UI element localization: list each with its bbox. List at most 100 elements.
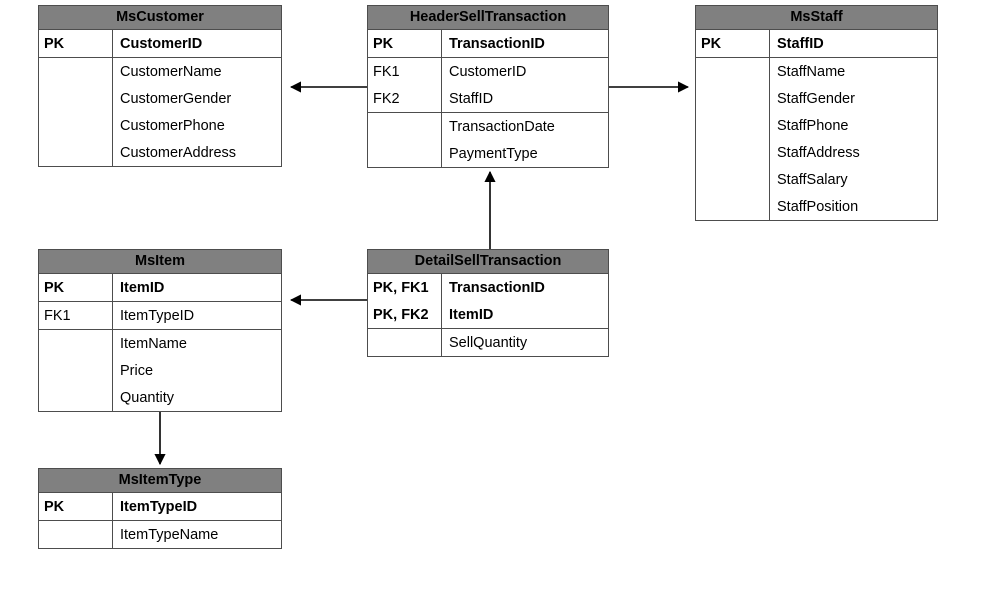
attribute-name: TransactionID xyxy=(449,35,545,52)
attribute-name: CustomerName xyxy=(120,63,222,80)
attribute-row[interactable]: CustomerGender xyxy=(39,85,281,112)
attribute-key: PK xyxy=(368,30,442,57)
attribute-key xyxy=(696,112,770,139)
attribute-name: StaffName xyxy=(777,63,846,80)
entity-title-msitem: MsItem xyxy=(39,250,281,274)
attribute-key: PK xyxy=(39,274,113,301)
attribute-name: TransactionDate xyxy=(449,118,555,135)
entity-title-msstaff: MsStaff xyxy=(696,6,937,30)
attribute-name: CustomerID xyxy=(120,35,203,52)
attribute-row[interactable]: StaffPhone xyxy=(696,112,937,139)
attribute-key xyxy=(368,113,442,140)
entity-title-detailselltransaction: DetailSellTransaction xyxy=(368,250,608,274)
attribute-name: ItemID xyxy=(120,279,165,296)
attribute-group: PK ItemTypeID xyxy=(39,493,281,520)
attribute-name: ItemTypeName xyxy=(120,526,219,543)
attribute-row[interactable]: CustomerAddress xyxy=(39,139,281,166)
attribute-key xyxy=(39,384,113,411)
attribute-key: PK xyxy=(39,493,113,520)
attribute-key: PK xyxy=(696,30,770,57)
attribute-row[interactable]: StaffName xyxy=(696,58,937,85)
entity-title-headerselltransaction: HeaderSellTransaction xyxy=(368,6,608,30)
attribute-key xyxy=(696,85,770,112)
attribute-key xyxy=(696,166,770,193)
attribute-name: SellQuantity xyxy=(449,334,528,351)
attribute-row[interactable]: StaffSalary xyxy=(696,166,937,193)
attribute-name: CustomerGender xyxy=(120,90,232,107)
attribute-key xyxy=(39,112,113,139)
attribute-row[interactable]: ItemTypeName xyxy=(39,521,281,548)
entity-title-msitemtype: MsItemType xyxy=(39,469,281,493)
attribute-name: ItemID xyxy=(449,306,494,323)
attribute-key: PK, FK1 xyxy=(368,274,442,301)
attribute-key xyxy=(39,357,113,384)
attribute-key: PK, FK2 xyxy=(368,301,442,328)
attribute-name: Price xyxy=(120,362,154,379)
attribute-key xyxy=(39,521,113,548)
attribute-key xyxy=(39,330,113,357)
attribute-name: ItemTypeID xyxy=(120,307,195,324)
attribute-row[interactable]: PaymentType xyxy=(368,140,608,167)
attribute-name: StaffID xyxy=(449,90,494,107)
attribute-name: CustomerAddress xyxy=(120,144,237,161)
attribute-name: StaffPosition xyxy=(777,198,859,215)
attribute-key xyxy=(696,58,770,85)
attribute-group: PK CustomerID xyxy=(39,30,281,57)
attribute-name: ItemName xyxy=(120,335,187,352)
attribute-name: ItemTypeID xyxy=(120,498,198,515)
attribute-row[interactable]: CustomerPhone xyxy=(39,112,281,139)
attribute-name: StaffSalary xyxy=(777,171,848,188)
attribute-row[interactable]: PK, FK2 ItemID xyxy=(368,301,608,328)
attribute-row[interactable]: StaffGender xyxy=(696,85,937,112)
attribute-row[interactable]: ItemName xyxy=(39,330,281,357)
attribute-row[interactable]: Price xyxy=(39,357,281,384)
attribute-row[interactable]: SellQuantity xyxy=(368,329,608,356)
attribute-name: CustomerPhone xyxy=(120,117,225,134)
attribute-key xyxy=(39,85,113,112)
attribute-key xyxy=(368,329,442,356)
attribute-key xyxy=(39,139,113,166)
attribute-row[interactable]: FK2 StaffID xyxy=(368,85,608,112)
attribute-key: FK2 xyxy=(368,85,442,112)
attribute-name: Quantity xyxy=(120,389,174,406)
attribute-name: CustomerID xyxy=(449,63,527,80)
attribute-key xyxy=(368,140,442,167)
attribute-name: StaffPhone xyxy=(777,117,849,134)
attribute-group: PK ItemID xyxy=(39,274,281,301)
attribute-row[interactable]: PK ItemID xyxy=(39,274,281,301)
attribute-key xyxy=(696,193,770,220)
attribute-name: StaffID xyxy=(777,35,824,52)
attribute-key xyxy=(696,139,770,166)
attribute-row[interactable]: PK StaffID xyxy=(696,30,937,57)
attribute-row[interactable]: CustomerName xyxy=(39,58,281,85)
attribute-key: FK1 xyxy=(39,302,113,329)
attribute-group: ItemTypeName xyxy=(39,520,281,548)
attribute-key: PK xyxy=(39,30,113,57)
attribute-row[interactable]: PK TransactionID xyxy=(368,30,608,57)
attribute-row[interactable]: StaffAddress xyxy=(696,139,937,166)
attribute-row[interactable]: Quantity xyxy=(39,384,281,411)
attribute-row[interactable]: FK1 ItemTypeID xyxy=(39,302,281,329)
attribute-row[interactable]: TransactionDate xyxy=(368,113,608,140)
attribute-row[interactable]: PK CustomerID xyxy=(39,30,281,57)
attribute-group: PK StaffID xyxy=(696,30,937,57)
attribute-row[interactable]: StaffPosition xyxy=(696,193,937,220)
attribute-group: SellQuantity xyxy=(368,328,608,356)
attribute-row[interactable]: PK ItemTypeID xyxy=(39,493,281,520)
attribute-name: StaffGender xyxy=(777,90,855,107)
entity-title-mscustomer: MsCustomer xyxy=(39,6,281,30)
